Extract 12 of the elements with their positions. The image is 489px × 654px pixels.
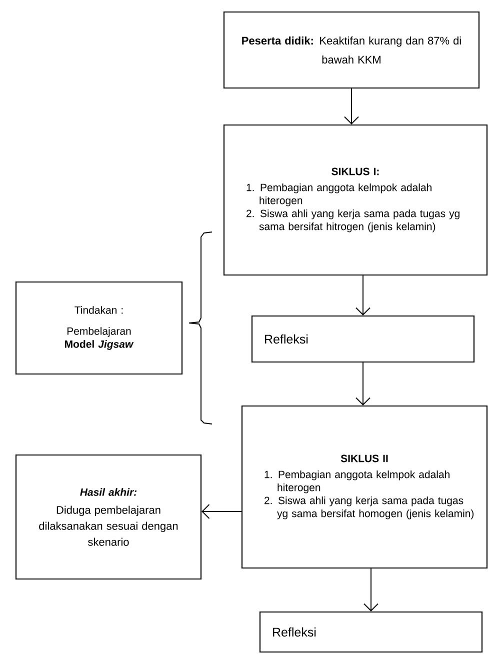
cycle-box: SIKLUS I: 1. Pembagian anggota kelmpok adalah hiterogen 2. Siswa ahli yang kerja sama pada tugas yg sama bersifat hitrogen (jenis kelamin) [223,124,488,276]
arrow [356,275,370,316]
result-box: Hasil akhir: Diduga pembelajaran dilaksanakan sesuai dengan skenario [15,454,202,580]
process-box: Peserta didik: Keaktifan kurang dan 87% di bawah KKM [223,11,480,89]
arrow [364,568,378,612]
arrow [356,362,370,406]
arrow [202,504,242,519]
cycle-box: SIKLUS II 1. Pembagian anggota kelmpok adalah hiterogen 2. Siswa ahli yang kerja sama pada tugas yg sama bersifat homogen (jenis kelamin) [241,405,488,569]
arrow [344,88,359,124]
reflection-box: Refleksi [251,315,475,363]
action-box: Tindakan : Pembelajaran Model Jigsaw [15,281,183,375]
reflection-box: Refleksi [259,611,483,653]
